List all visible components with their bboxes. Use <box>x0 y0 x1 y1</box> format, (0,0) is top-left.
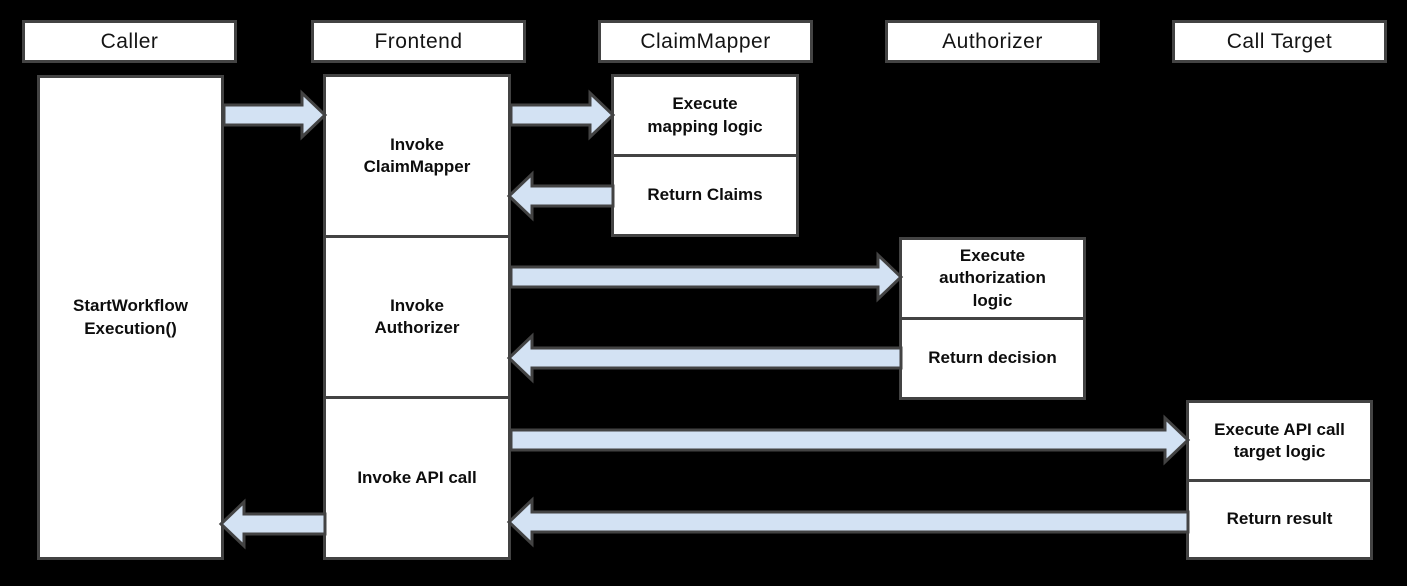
step-startworkflowexecution: StartWorkflow Execution() <box>73 296 188 338</box>
step-return-claims: Return Claims <box>614 154 796 234</box>
arrow-frontend-to-authorizer <box>509 251 904 303</box>
activation-calltarget: Execute API call target logic Return res… <box>1186 400 1373 560</box>
lifeline-header-caller: Caller <box>22 20 237 63</box>
arrow-frontend-return-to-caller <box>218 498 327 550</box>
arrow-authorizer-return-decision <box>506 332 903 384</box>
lifeline-header-authorizer: Authorizer <box>885 20 1100 63</box>
activation-caller: StartWorkflow Execution() <box>37 75 224 560</box>
step-invoke-claimmapper: Invoke ClaimMapper <box>363 134 471 176</box>
arrow-claimmapper-return-claims <box>506 170 615 222</box>
step-return-result: Return result <box>1189 478 1370 558</box>
step-execute-api-call-target-logic: Execute API call target logic <box>1214 419 1345 461</box>
step-execute-authorization-logic: Execute authorization logic <box>939 246 1046 310</box>
step-invoke-api-call: Invoke API call <box>326 396 508 557</box>
arrow-caller-to-frontend <box>222 89 328 141</box>
arrow-calltarget-return-result <box>506 496 1190 548</box>
arrow-frontend-to-claimmapper <box>509 89 616 141</box>
step-invoke-authorizer: Invoke Authorizer <box>326 235 508 396</box>
lifeline-header-calltarget: Call Target <box>1172 20 1387 63</box>
lifeline-header-frontend: Frontend <box>311 20 526 63</box>
arrow-frontend-to-calltarget <box>509 414 1191 466</box>
activation-claimmapper: Execute mapping logic Return Claims <box>611 74 799 237</box>
step-execute-mapping-logic: Execute mapping logic <box>647 94 763 136</box>
step-return-decision: Return decision <box>902 317 1083 397</box>
activation-authorizer: Execute authorization logic Return decis… <box>899 237 1086 400</box>
activation-frontend: Invoke ClaimMapper Invoke Authorizer Inv… <box>323 74 511 560</box>
lifeline-header-claimmapper: ClaimMapper <box>598 20 813 63</box>
